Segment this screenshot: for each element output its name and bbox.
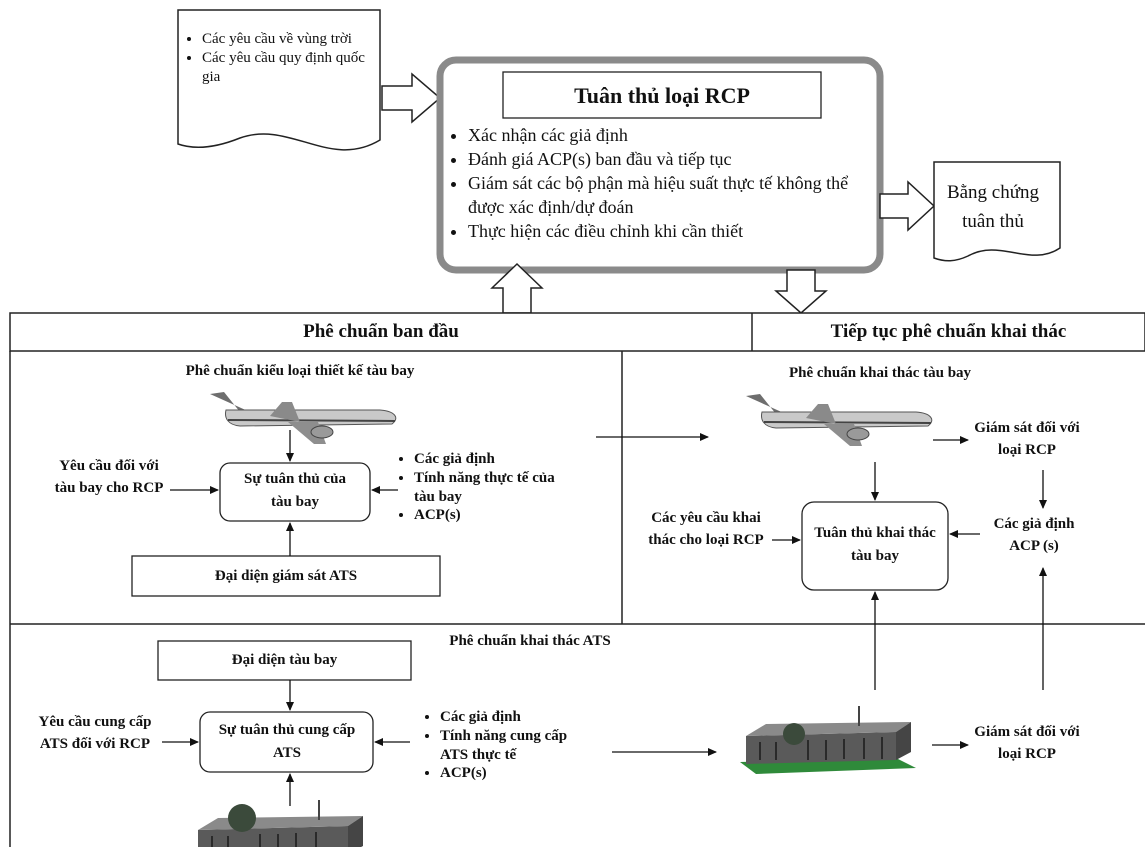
ats-ops-title: Phê chuẩn khai thác ATS xyxy=(449,633,611,649)
inputs-doc-shape xyxy=(177,9,381,151)
building-icon xyxy=(198,800,363,847)
inputs-item: Các yêu cầu về vùng trời xyxy=(202,30,372,49)
ats-bullets: Các giả định Tính năng cung cấp ATS thực… xyxy=(424,708,594,783)
ats-requirements: Yêu cầu cung cấp ATS đối với RCP xyxy=(38,714,152,752)
evidence-label: Bằng chứng tuân thủ xyxy=(946,182,1040,233)
aircraft-compliance-label: Sự tuân thủ của tàu bay xyxy=(244,471,346,510)
aircraft-bullet: Tính năng thực tế của tàu bay xyxy=(414,469,558,507)
aircraft-bullets: Các giả định Tính năng thực tế của tàu b… xyxy=(398,450,558,525)
compliance-item: Giám sát các bộ phận mà hiệu suất thực t… xyxy=(468,172,870,220)
ops-assumptions: Các giả định ACP (s) xyxy=(993,516,1075,554)
ops-compliance-label: Tuân thủ khai thác tàu bay xyxy=(814,525,936,564)
hollow-arrow-input xyxy=(381,72,442,124)
compliance-item: Đánh giá ACP(s) ban đầu và tiếp tục xyxy=(468,148,870,172)
aircraft-requirements: Yêu cầu đối với tàu bay cho RCP xyxy=(54,458,164,496)
ats-compliance-box xyxy=(199,711,374,773)
section-continued: Tiếp tục phê chuẩn khai thác xyxy=(830,321,1067,342)
airplane-icon xyxy=(210,392,397,444)
ats-monitor: Giám sát đối với loại RCP xyxy=(974,724,1080,762)
hollow-arrow-down xyxy=(774,269,828,314)
ats-bullet: ACP(s) xyxy=(440,764,594,783)
ops-compliance-box xyxy=(801,501,949,591)
evidence-doc-shape xyxy=(933,161,1061,262)
aircraft-bullet: ACP(s) xyxy=(414,506,558,525)
aircraft-bullet: Các giả định xyxy=(414,450,558,469)
aircraft-ops-title: Phê chuẩn khai thác tàu bay xyxy=(788,365,972,381)
hollow-arrow-up xyxy=(490,262,544,314)
aircraft-rep-label: Đại diện tàu bay xyxy=(231,652,338,668)
inputs-item: Các yêu cầu quy định quốc gia xyxy=(202,49,372,87)
compliance-list: Xác nhận các giả định Đánh giá ACP(s) ba… xyxy=(452,124,870,244)
inputs-list: Các yêu cầu về vùng trời Các yêu cầu quy… xyxy=(186,30,372,86)
ats-bullet: Các giả định xyxy=(440,708,594,727)
aircraft-rep-box xyxy=(157,640,412,681)
hollow-arrow-evidence xyxy=(879,180,936,232)
compliance-item: Thực hiện các điều chỉnh khi cần thiết xyxy=(468,220,870,244)
compliance-title-box xyxy=(502,71,822,119)
ats-bullet: Tính năng cung cấp ATS thực tế xyxy=(440,727,594,765)
building-icon xyxy=(740,706,916,774)
aircraft-compliance-box xyxy=(219,462,371,522)
ats-compliance-label: Sự tuân thủ cung cấp ATS xyxy=(218,722,356,761)
ops-monitor-top: Giám sát đối với loại RCP xyxy=(974,420,1080,458)
ops-requirements: Các yêu cầu khai thác cho loại RCP xyxy=(648,510,764,548)
aircraft-type-title: Phê chuẩn kiểu loại thiết kế tàu bay xyxy=(185,363,415,379)
compliance-title: Tuân thủ loại RCP xyxy=(574,83,750,108)
section-band xyxy=(9,312,1145,352)
airplane-icon xyxy=(746,394,933,446)
ats-rep-label: Đại diện giám sát ATS xyxy=(214,568,358,584)
compliance-item: Xác nhận các giả định xyxy=(468,124,870,148)
section-initial: Phê chuẩn ban đầu xyxy=(303,321,459,342)
ats-rep-box xyxy=(131,555,441,597)
